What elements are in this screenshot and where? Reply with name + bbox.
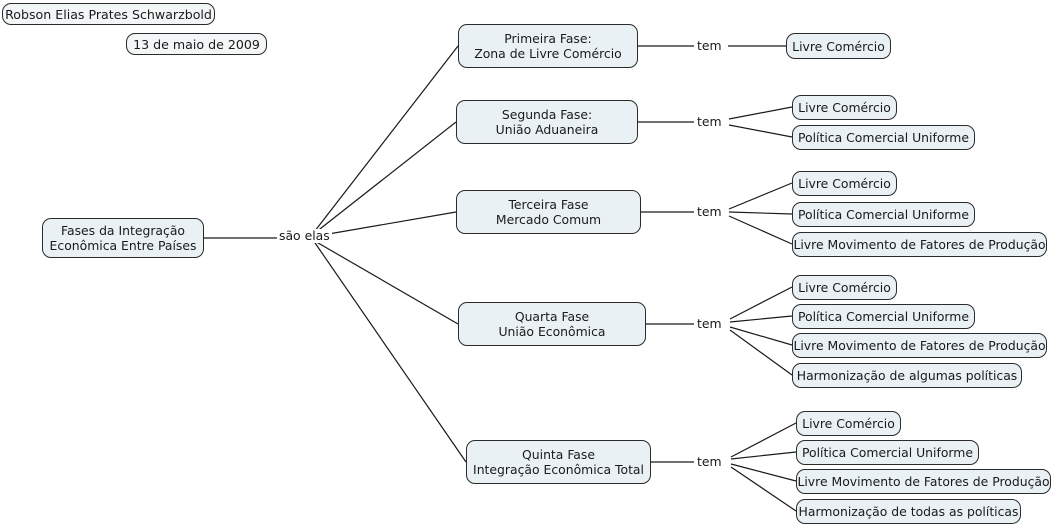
phase-node-5[interactable]: Quinta Fase Integração Econômica Total — [466, 440, 651, 484]
edge-label-tem-1: tem — [695, 38, 724, 53]
edge-tem-4-to-leaf-4-4 — [729, 329, 793, 376]
leaf-node-5-2[interactable]: Política Comercial Uniforme — [796, 440, 979, 465]
phase-node-4-line1: Quarta Fase — [514, 309, 590, 324]
leaf-node-4-2[interactable]: Política Comercial Uniforme — [792, 304, 975, 329]
phase-node-3[interactable]: Terceira Fase Mercado Comum — [456, 190, 641, 234]
edge-saoelas-to-phase-1 — [310, 45, 459, 237]
edge-tem-3-to-leaf-3-1 — [728, 182, 793, 210]
phase-node-3-line1: Terceira Fase — [508, 197, 589, 212]
edge-tem-4-to-leaf-4-2 — [729, 315, 793, 323]
leaf-node-3-3[interactable]: Livre Movimento de Fatores de Produção — [792, 232, 1047, 257]
phase-node-5-line1: Quinta Fase — [522, 447, 595, 462]
leaf-node-2-1-label: Livre Comércio — [798, 100, 891, 115]
phase-node-5-text: Quinta Fase Integração Econômica Total — [473, 447, 644, 477]
leaf-node-3-2[interactable]: Política Comercial Uniforme — [792, 202, 975, 227]
edge-tem-4-to-leaf-4-3 — [729, 326, 793, 346]
root-node[interactable]: Fases da Integração Econômica Entre País… — [42, 218, 204, 258]
leaf-node-5-3-label: Livre Movimento de Fatores de Produção — [797, 474, 1050, 489]
leaf-node-4-2-label: Política Comercial Uniforme — [798, 309, 969, 324]
edge-label-tem-4: tem — [695, 316, 724, 331]
edge-label-tem-3: tem — [695, 204, 724, 219]
phase-node-1-line2: Zona de Livre Comércio — [474, 46, 622, 61]
edge-tem-2-to-leaf-2-2 — [728, 124, 793, 138]
root-node-text: Fases da Integração Econômica Entre País… — [50, 223, 197, 253]
edge-saoelas-to-phase-4 — [312, 239, 459, 325]
edge-saoelas-to-phase-2 — [310, 121, 457, 237]
leaf-node-2-2-label: Política Comercial Uniforme — [798, 130, 969, 145]
author-label: Robson Elias Prates Schwarzbold — [5, 6, 212, 22]
edge-tem-3-to-leaf-3-2 — [728, 211, 793, 215]
root-node-line2: Econômica Entre Países — [49, 238, 197, 253]
leaf-node-5-1[interactable]: Livre Comércio — [796, 411, 901, 436]
edge-tem-2-to-leaf-2-1 — [728, 106, 793, 120]
leaf-node-4-1[interactable]: Livre Comércio — [792, 275, 897, 300]
leaf-node-3-2-label: Política Comercial Uniforme — [798, 207, 969, 222]
edge-saoelas-to-phase-3 — [310, 211, 457, 238]
phase-node-4-line2: União Econômica — [498, 324, 606, 339]
leaf-node-3-1-label: Livre Comércio — [798, 176, 891, 191]
phase-node-1[interactable]: Primeira Fase: Zona de Livre Comércio — [458, 24, 638, 68]
phase-node-1-text: Primeira Fase: Zona de Livre Comércio — [474, 31, 622, 61]
leaf-node-4-4[interactable]: Harmonização de algumas políticas — [792, 363, 1022, 388]
phase-node-4[interactable]: Quarta Fase União Econômica — [458, 302, 646, 346]
leaf-node-4-4-label: Harmonização de algumas políticas — [796, 368, 1018, 383]
phase-node-3-line2: Mercado Comum — [495, 212, 602, 227]
phase-node-2-text: Segunda Fase: União Aduaneira — [496, 107, 599, 137]
phase-node-2-line2: União Aduaneira — [495, 122, 599, 137]
phase-node-3-text: Terceira Fase Mercado Comum — [496, 197, 601, 227]
leaf-node-1-1[interactable]: Livre Comércio — [786, 33, 891, 59]
edge-saoelas-to-phase-5 — [312, 239, 467, 463]
author-node: Robson Elias Prates Schwarzbold — [2, 3, 215, 25]
leaf-node-3-1[interactable]: Livre Comércio — [792, 171, 897, 196]
date-node: 13 de maio de 2009 — [126, 33, 267, 55]
leaf-node-5-4-label: Harmonização de todas as políticas — [798, 504, 1019, 519]
phase-node-2[interactable]: Segunda Fase: União Aduaneira — [456, 100, 638, 144]
phase-node-4-text: Quarta Fase União Econômica — [498, 309, 605, 339]
edge-tem-5-to-leaf-5-1 — [730, 422, 797, 458]
root-node-line1: Fases da Integração — [61, 223, 185, 238]
edge-label-tem-2: tem — [695, 114, 724, 129]
edge-tem-5-to-leaf-5-2 — [730, 451, 797, 460]
edge-tem-3-to-leaf-3-3 — [728, 215, 793, 245]
leaf-node-1-1-label: Livre Comércio — [792, 38, 885, 54]
leaf-node-2-1[interactable]: Livre Comércio — [792, 95, 897, 120]
leaf-node-3-3-label: Livre Movimento de Fatores de Produção — [793, 237, 1046, 252]
leaf-node-5-4[interactable]: Harmonização de todas as políticas — [796, 499, 1021, 524]
leaf-node-5-3[interactable]: Livre Movimento de Fatores de Produção — [796, 469, 1051, 494]
leaf-node-4-3-label: Livre Movimento de Fatores de Produção — [793, 338, 1046, 353]
edge-tem-5-to-leaf-5-3 — [730, 463, 797, 482]
leaf-node-4-3[interactable]: Livre Movimento de Fatores de Produção — [792, 333, 1047, 358]
leaf-node-2-2[interactable]: Política Comercial Uniforme — [792, 125, 975, 150]
edge-tem-5-to-leaf-5-4 — [730, 466, 797, 512]
phase-node-1-line1: Primeira Fase: — [504, 31, 592, 46]
phase-node-5-line2: Integração Econômica Total — [473, 462, 644, 477]
edge-label-sao-elas: são elas — [277, 228, 332, 243]
leaf-node-5-2-label: Política Comercial Uniforme — [802, 445, 973, 460]
edge-label-tem-5: tem — [695, 454, 724, 469]
leaf-node-5-1-label: Livre Comércio — [802, 416, 895, 431]
leaf-node-4-1-label: Livre Comércio — [798, 280, 891, 295]
phase-node-2-line1: Segunda Fase: — [501, 107, 593, 122]
date-label: 13 de maio de 2009 — [133, 36, 260, 52]
edge-tem-4-to-leaf-4-1 — [729, 286, 793, 320]
